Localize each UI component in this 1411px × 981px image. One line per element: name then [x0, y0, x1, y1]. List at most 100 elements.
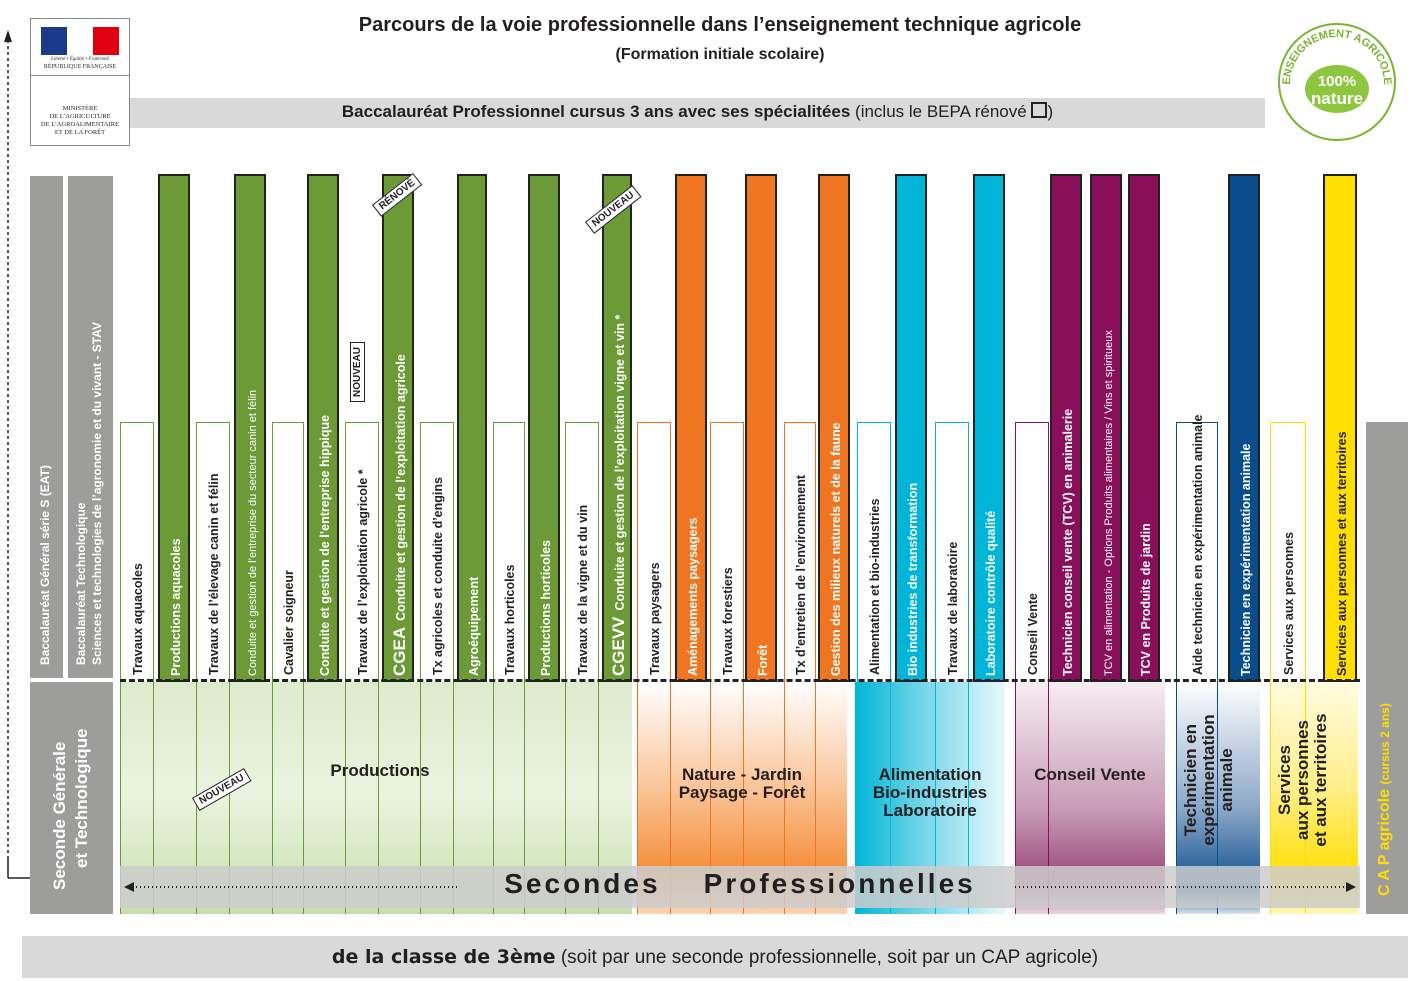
- group-alimentation: Alimentation Bio-industries Laboratoire: [850, 766, 1010, 820]
- enseignement-agricole-logo: ENSEIGNEMENT AGRICOLE 100% nature: [1272, 14, 1402, 144]
- specialty-label: Travaux horticoles: [503, 565, 517, 675]
- specialty-bar: Travaux horticoles: [493, 422, 525, 914]
- specialty-name: Travaux de laboratoire: [946, 541, 960, 675]
- specialty-bar: Cavalier soigneur: [272, 422, 304, 914]
- specialty-name: Alimentation et bio-industries: [868, 498, 882, 675]
- bac-s-column: [30, 176, 63, 678]
- specialty-bar: Laboratoire contrôle qualité: [973, 174, 1005, 682]
- specialty-bar: Travaux forestiers: [710, 422, 744, 914]
- specialty-bar: Aide technicien en expérimentation anima…: [1176, 415, 1218, 914]
- group-technicien: Technicien en expérimentation animale: [1181, 690, 1236, 870]
- page-subtitle: (Formation initiale scolaire): [615, 46, 825, 63]
- cap-label: C A P agricole (cursus 2 ans): [1376, 703, 1394, 896]
- specialty-label: Services aux personnes: [1282, 532, 1296, 675]
- specialty-bar: Travaux de la vigne et du vin: [565, 422, 599, 914]
- bac-stav-label-1: Baccalauréat Technologique: [74, 502, 88, 666]
- specialty-acronym: CGEA: [390, 626, 409, 676]
- bac-pro-banner-text: Baccalauréat Professionnel cursus 3 ans …: [341, 102, 1054, 121]
- specialty-bar: Conduite et gestion de l’entreprise hipp…: [307, 174, 339, 682]
- specialty-acronym: CGEVV: [609, 616, 628, 676]
- logo-100: 100%: [1318, 73, 1356, 90]
- specialty-label: Conduite et gestion de l’entreprise du s…: [245, 390, 260, 676]
- specialty-name: Tx d’entretien de l’environnement: [794, 474, 808, 675]
- specialty-name: Gestion des milieux naturels et de la fa…: [829, 422, 843, 676]
- page-title: Parcours de la voie professionnelle dans…: [358, 14, 1082, 36]
- specialty-name: Technicien conseil vente (TCV) en animal…: [1061, 408, 1075, 676]
- specialty-name: Travaux aquacoles: [131, 563, 145, 675]
- specialty-label: Productions aquacoles: [169, 538, 183, 676]
- specialty-bar: TCV en Produits de jardin: [1128, 174, 1160, 682]
- specialty-label: TCV en Produits de jardin: [1139, 523, 1153, 676]
- bac-stav-column: [68, 176, 113, 678]
- bac-pro-banner: [130, 98, 1265, 128]
- footer-note: (soit par une seconde professionnelle, s…: [560, 947, 1099, 968]
- specialty-bar: Travaux de laboratoire: [935, 422, 969, 914]
- ministry-line: MINISTÈRE: [62, 105, 98, 112]
- specialty-label: Tx agricoles et conduite d’engins: [431, 477, 445, 675]
- specialty-bar: Travaux aquacoles: [120, 422, 154, 914]
- cap-duration: (cursus 2 ans): [1378, 703, 1392, 785]
- nouveau-badge-cgea: NOUVEAU: [350, 341, 365, 402]
- specialty-name: TCV en Produits de jardin: [1139, 523, 1153, 676]
- specialty-label: Travaux de laboratoire: [946, 542, 960, 675]
- specialty-bar: Technicien conseil vente (TCV) en animal…: [1050, 174, 1082, 682]
- group-nature-line: Nature - Jardin: [682, 765, 802, 784]
- specialty-name: Travaux de l’exploitation agricole *: [356, 469, 370, 675]
- secondes-arrows-icon: [124, 882, 1356, 892]
- specialty-bar: Services aux personnes: [1270, 422, 1306, 914]
- separator-line: [120, 679, 1360, 682]
- specialty-bar: Forêt: [745, 174, 777, 682]
- specialty-name: Conduite et gestion de l’entreprise du s…: [247, 389, 259, 676]
- bac-stav-label-2: Sciences et technologies de l’agronomie …: [90, 322, 104, 665]
- specialty-bar: Agroéquipement: [457, 174, 487, 682]
- specialty-label: Forêt: [756, 645, 770, 676]
- group-alim-line: Bio-industries: [872, 782, 988, 802]
- specialty-bar: Productions horticoles: [528, 174, 560, 682]
- group-services: Services aux personnes et aux territoire…: [1275, 690, 1330, 870]
- republic: RÉPUBLIQUE FRANÇAISE: [43, 64, 117, 70]
- specialty-label: Travaux paysagers: [648, 562, 662, 675]
- specialty-bar: Services aux personnes et aux territoire…: [1323, 174, 1357, 682]
- specialty-label: Aménagements paysagers: [686, 518, 700, 676]
- specialty-label: CGEVVConduite et gestion de l’exploitati…: [609, 315, 628, 676]
- cap-title: C A P agricole: [1376, 789, 1393, 896]
- specialty-name: Productions aquacoles: [169, 538, 183, 676]
- left-arrow-icon: [4, 30, 30, 879]
- group-conseil: Conseil Vente: [1034, 765, 1146, 784]
- ministry-line: DE L’AGROALIMENTAIRE: [40, 121, 120, 128]
- specialty-label: Travaux de la vigne et du vin: [576, 505, 590, 675]
- specialty-label: Travaux de l’élevage canin et félin: [207, 474, 221, 675]
- specialty-bar: Conduite et gestion de l’entreprise du s…: [234, 174, 266, 682]
- group-serv-line: Services: [1275, 745, 1294, 815]
- specialty-name: Conseil Vente: [1026, 593, 1040, 675]
- specialty-label: Bio industries de transformation: [906, 483, 920, 676]
- specialty-name: Services aux personnes et aux territoire…: [1335, 431, 1349, 676]
- bac-s-label: Baccalauréat Général série S (EAT): [38, 465, 52, 665]
- group-tech-line: animale: [1216, 748, 1236, 812]
- specialty-bar: CGEVVConduite et gestion de l’exploitati…: [602, 174, 632, 682]
- specialty-label: Conseil Vente: [1026, 593, 1040, 675]
- specialty-label: CGEA Conduite et gestion de l’exploitatio…: [390, 354, 409, 676]
- specialty-label: Conduite et gestion de l’entreprise hipp…: [318, 415, 332, 676]
- specialty-bar: Travaux de l’élevage canin et félin: [196, 422, 230, 914]
- footer-banner: [22, 936, 1408, 978]
- group-alim-line: Laboratoire: [883, 800, 977, 820]
- secondes-title: Secondes Professionnelles: [504, 868, 976, 899]
- specialty-label: Cavalier soigneur: [282, 570, 296, 675]
- specialty-bar: Technicien en expérimentation animale: [1228, 174, 1260, 682]
- specialty-name: Technicien en expérimentation animale: [1239, 443, 1253, 676]
- specialty-name: Travaux paysagers: [648, 562, 662, 675]
- specialty-name: TCV en alimentation - Options Produits a…: [1103, 330, 1115, 676]
- specialty-bar: Conseil Vente: [1015, 422, 1049, 914]
- specialty-label: Travaux de l’exploitation agricole *: [356, 469, 370, 675]
- specialty-label: TCV en alimentation - Options Produits a…: [1101, 330, 1116, 676]
- specialty-name: Conduite et gestion de l’exploitation ag…: [394, 354, 408, 621]
- group-alim-line: Alimentation: [878, 765, 982, 784]
- specialty-name: Travaux horticoles: [503, 564, 517, 675]
- ministry-line: ET DE LA FORÊT: [54, 129, 106, 136]
- specialty-label: Technicien conseil vente (TCV) en animal…: [1061, 409, 1075, 676]
- bac-pro-note: (inclus le BEPA rénové: [855, 102, 1027, 121]
- group-nature-line: Paysage - Forêt: [678, 782, 806, 802]
- seconde-gt-column: [30, 682, 113, 914]
- cap-column: [1366, 422, 1408, 914]
